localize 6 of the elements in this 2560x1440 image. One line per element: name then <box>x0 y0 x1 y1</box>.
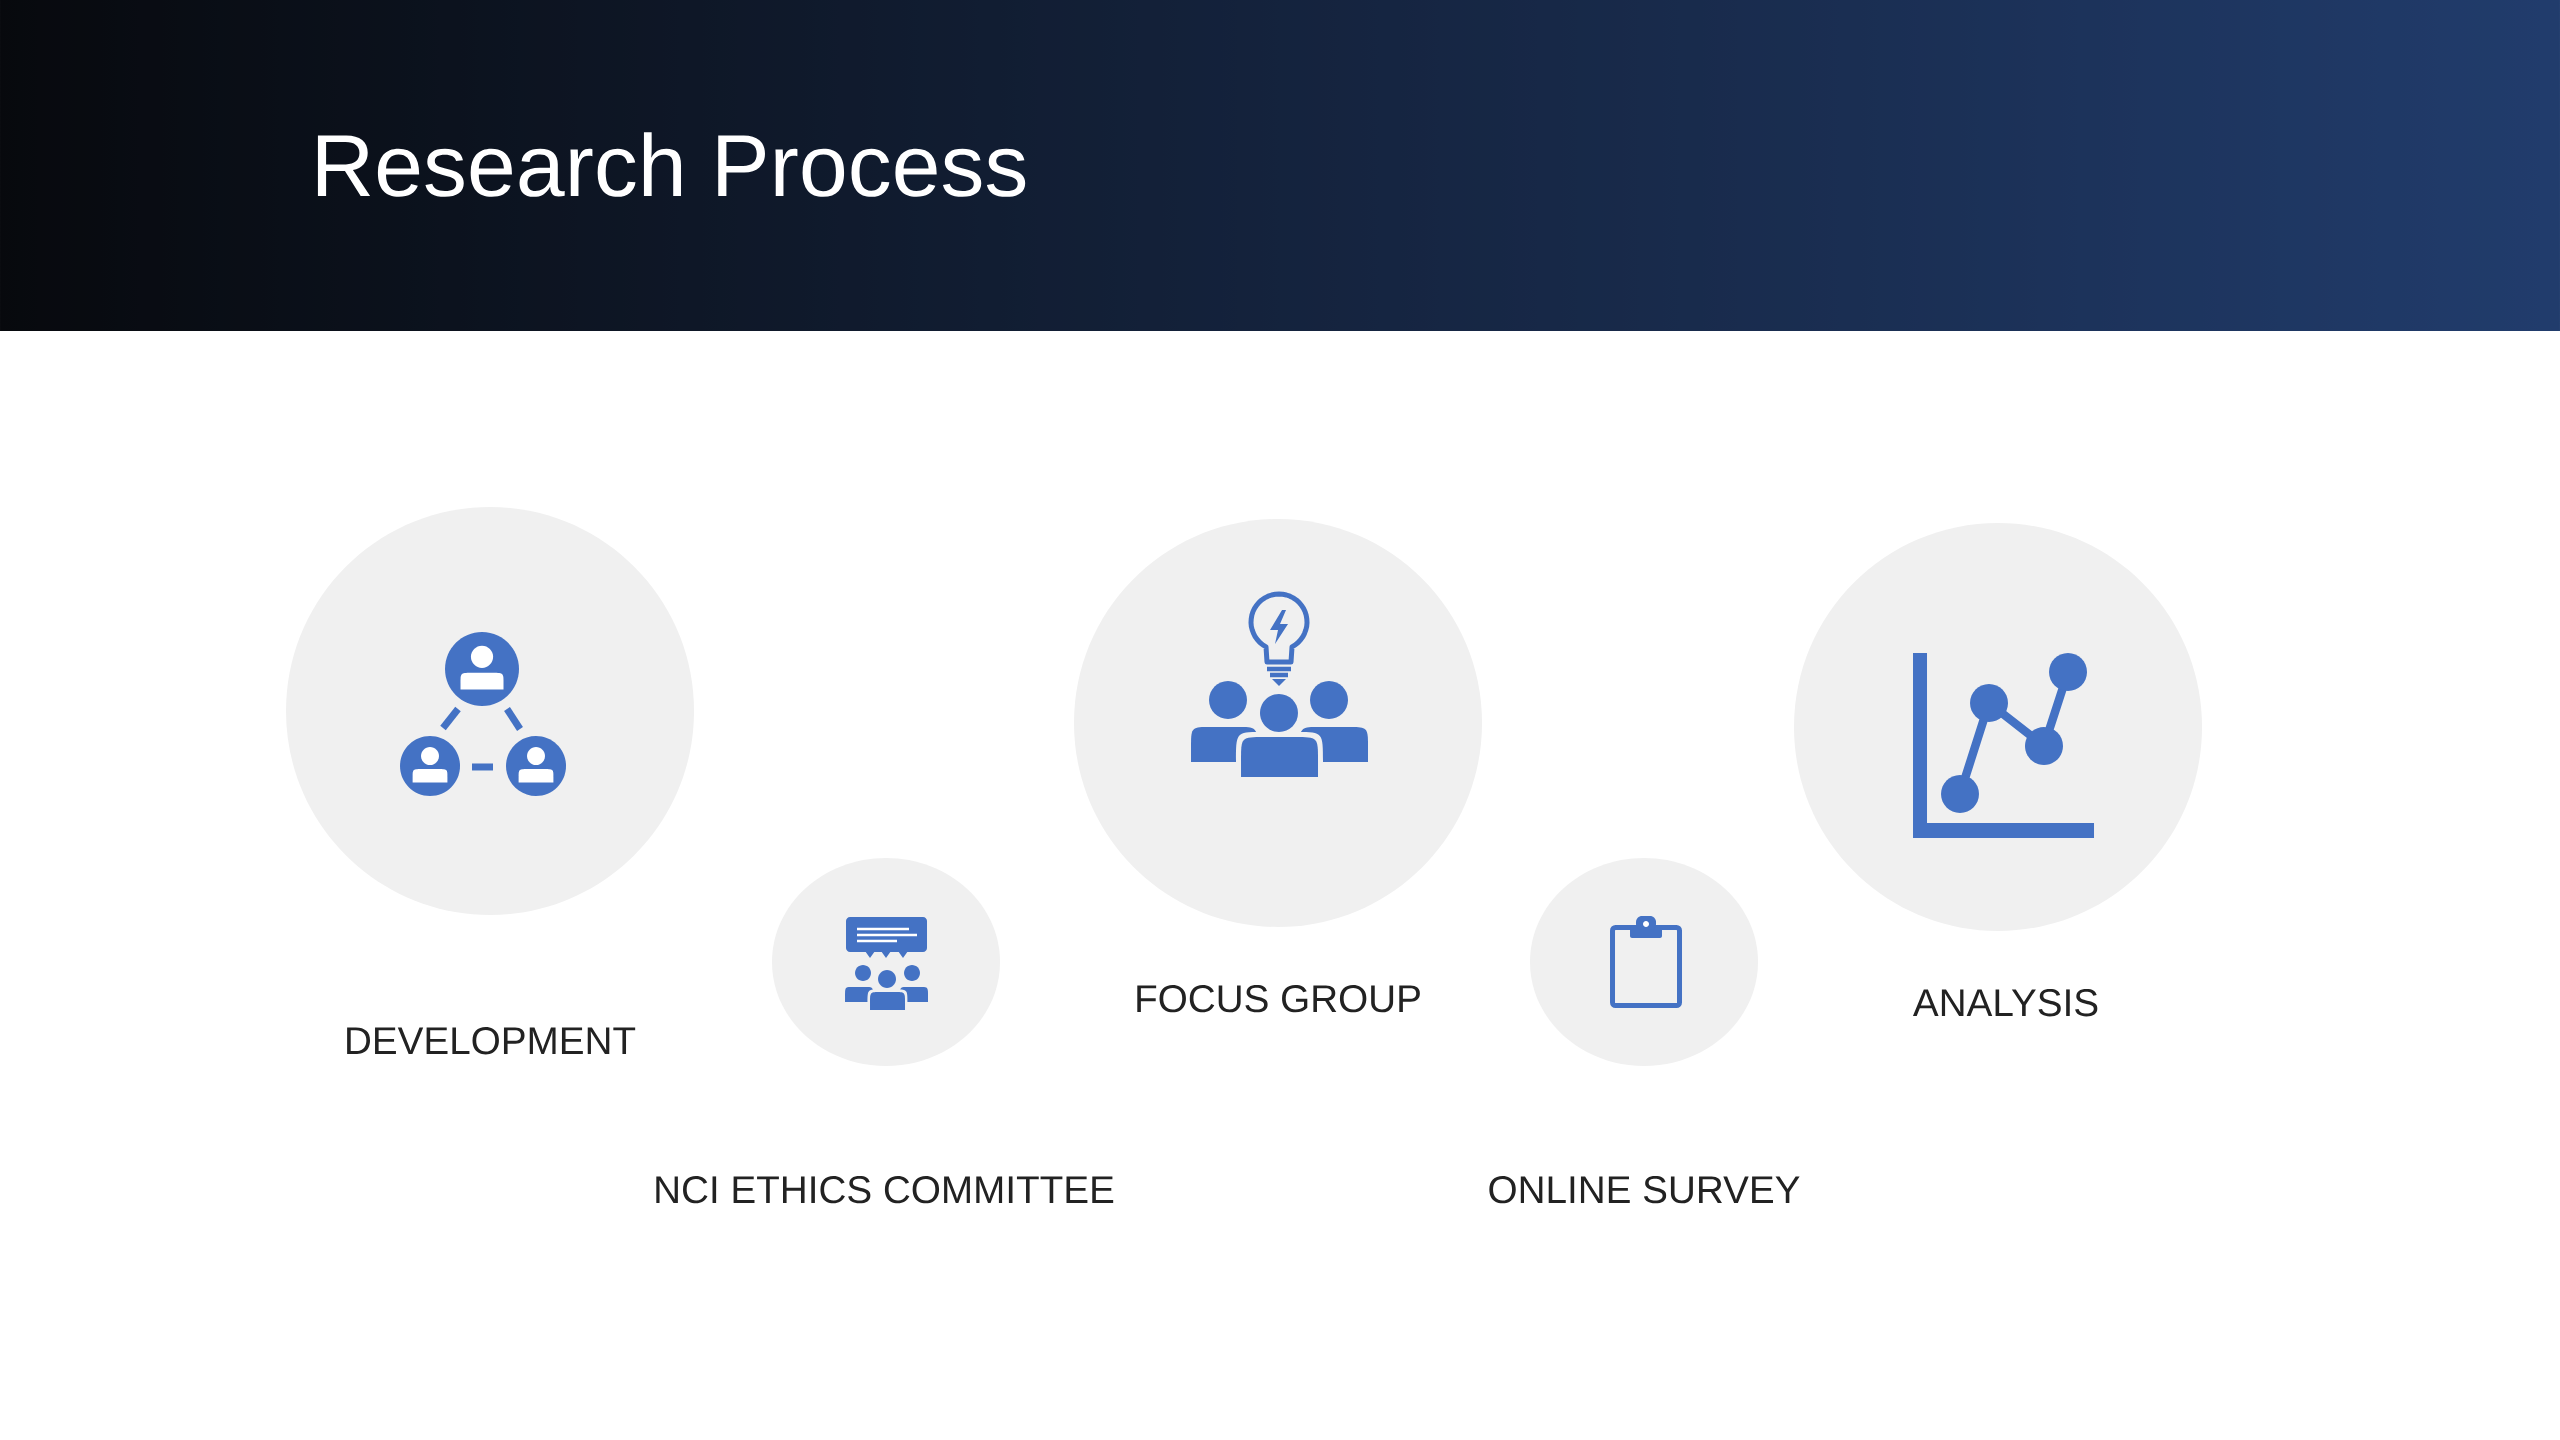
step-label: DEVELOPMENT <box>347 1027 636 1055</box>
slide-title: Research Process <box>317 132 1026 197</box>
step-label: ANALYSIS <box>1912 989 2098 1017</box>
step-label: ONLINE SURVEY <box>1489 1176 1800 1204</box>
step-label: NCI ETHICS COMMITTEE <box>656 1176 1114 1204</box>
step-label: FOCUS GROUP <box>1137 985 1420 1013</box>
